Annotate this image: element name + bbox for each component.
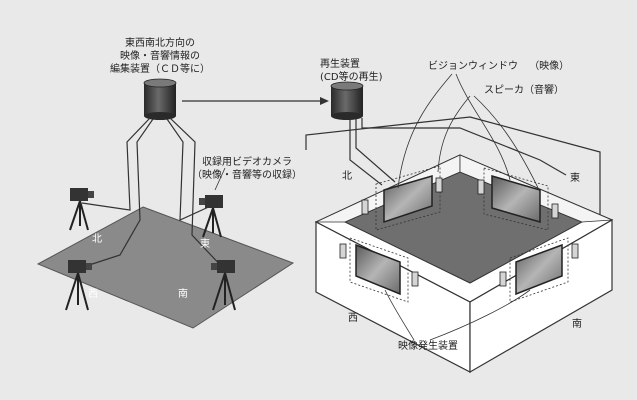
player-device-icon xyxy=(330,81,364,120)
editor-label-line-2: 映像・音響情報の xyxy=(120,51,200,62)
editor-label-line-3: 編集装置（ＣＤ等に） xyxy=(110,64,210,75)
transfer-arrow xyxy=(182,97,329,105)
label-leaders xyxy=(384,73,541,341)
image-generator-label: 映像発生装置 xyxy=(398,341,458,352)
camera-cables xyxy=(79,117,226,271)
speaker-icon xyxy=(339,177,579,287)
editor-label-line-1: 東西南北方向の xyxy=(125,38,195,49)
speaker-label: スピーカ（音響） xyxy=(484,85,564,96)
ground-direction-south: 南 xyxy=(178,289,188,300)
room-direction-east: 東 xyxy=(570,173,580,184)
player-label-line-2: (CD等の再生) xyxy=(320,72,383,83)
ground-direction-north: 北 xyxy=(92,234,102,245)
ground-direction-west: 西 xyxy=(88,289,98,300)
player-label-line-1: 再生装置 xyxy=(320,59,360,70)
player-label: 再生装置 (CD等の再生) xyxy=(320,58,383,84)
camera-label: 収録用ビデオカメラ （映像・音響等の収録） xyxy=(182,156,312,182)
vision-window-label: ビジョンウィンドウ （映像） xyxy=(428,60,569,73)
editor-device-icon xyxy=(143,78,177,120)
vision-window-screen-icon xyxy=(349,165,569,303)
camera-label-line-1: 収録用ビデオカメラ xyxy=(202,157,292,168)
room-direction-west: 西 xyxy=(348,313,358,324)
room-direction-north: 北 xyxy=(342,171,352,182)
editor-label: 東西南北方向の 映像・音響情報の 編集装置（ＣＤ等に） xyxy=(108,37,212,76)
recording-ground xyxy=(36,206,295,329)
ground-direction-east: 東 xyxy=(200,239,210,250)
camera-label-leader xyxy=(214,167,226,191)
video-camera-icon xyxy=(65,188,236,311)
player-cables xyxy=(305,116,601,255)
room-direction-south: 南 xyxy=(572,319,582,330)
vision-window-label-note: （映像） xyxy=(529,61,570,72)
vision-window-label-main: ビジョンウィンドウ xyxy=(428,61,518,72)
camera-label-line-2: （映像・音響等の収録） xyxy=(192,170,302,181)
